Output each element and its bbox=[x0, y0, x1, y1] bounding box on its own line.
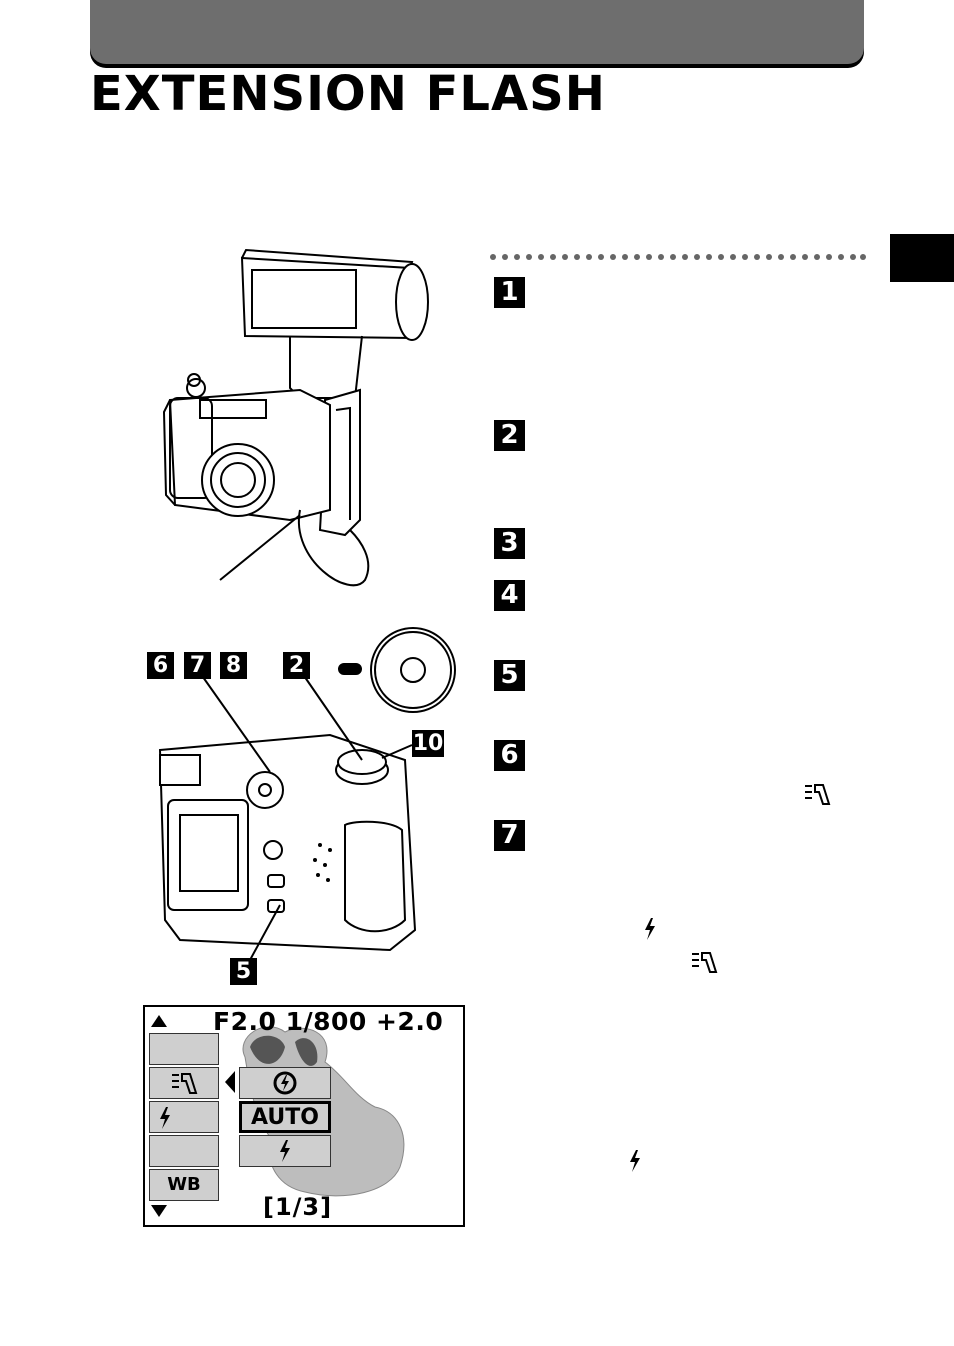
lcd-flash-menu: F2.0 1/800 +2.0 WB AUTO [1/3] bbox=[143, 1005, 465, 1227]
callout-10: 10 bbox=[412, 730, 444, 757]
step-6: 6 bbox=[494, 740, 525, 771]
slow-sync-flash-icon bbox=[805, 784, 831, 805]
page-indicator: [1/3] bbox=[263, 1193, 333, 1221]
step-2: 2 bbox=[494, 420, 525, 451]
page-title: EXTENSION FLASH bbox=[90, 66, 606, 122]
flash-off-icon bbox=[273, 1071, 297, 1095]
slow-sync-flash-icon bbox=[692, 952, 718, 973]
exposure-readout: F2.0 1/800 +2.0 bbox=[213, 1007, 444, 1036]
flash-icon bbox=[160, 1107, 170, 1129]
camera-rear-illustration bbox=[158, 669, 417, 961]
callout-5: 5 bbox=[230, 958, 257, 985]
callout-7: 7 bbox=[184, 652, 211, 679]
mode-dial-inset bbox=[338, 627, 456, 713]
pointer-left-icon bbox=[225, 1071, 235, 1093]
callout-8: 8 bbox=[220, 652, 247, 679]
dotted-separator bbox=[490, 254, 866, 260]
callout-6: 6 bbox=[147, 652, 174, 679]
scroll-down-icon[interactable] bbox=[151, 1205, 167, 1217]
flash-icon bbox=[280, 1140, 290, 1162]
scroll-up-icon[interactable] bbox=[151, 1015, 167, 1027]
step-5: 5 bbox=[494, 660, 525, 691]
header-bar bbox=[90, 0, 864, 64]
step-4: 4 bbox=[494, 580, 525, 611]
step-7: 7 bbox=[494, 820, 525, 851]
option-fill-flash[interactable] bbox=[239, 1135, 331, 1167]
callout-2: 2 bbox=[283, 652, 310, 679]
flash-icon bbox=[630, 1150, 640, 1172]
flash-icon bbox=[645, 918, 655, 940]
menu-item-blank-2[interactable] bbox=[149, 1135, 219, 1167]
menu-item-wb[interactable]: WB bbox=[149, 1169, 219, 1201]
slow-sync-flash-icon bbox=[172, 1073, 198, 1094]
camera-with-flash-illustration bbox=[162, 248, 429, 587]
chapter-tab bbox=[890, 234, 954, 282]
menu-item-blank-1[interactable] bbox=[149, 1033, 219, 1065]
menu-item-slow-sync[interactable] bbox=[149, 1067, 219, 1099]
step-3: 3 bbox=[494, 528, 525, 559]
option-flash-off[interactable] bbox=[239, 1067, 331, 1099]
menu-item-flash[interactable] bbox=[149, 1101, 219, 1133]
step-1: 1 bbox=[494, 277, 525, 308]
option-auto[interactable]: AUTO bbox=[239, 1101, 331, 1133]
option-auto-label: AUTO bbox=[251, 1104, 319, 1130]
